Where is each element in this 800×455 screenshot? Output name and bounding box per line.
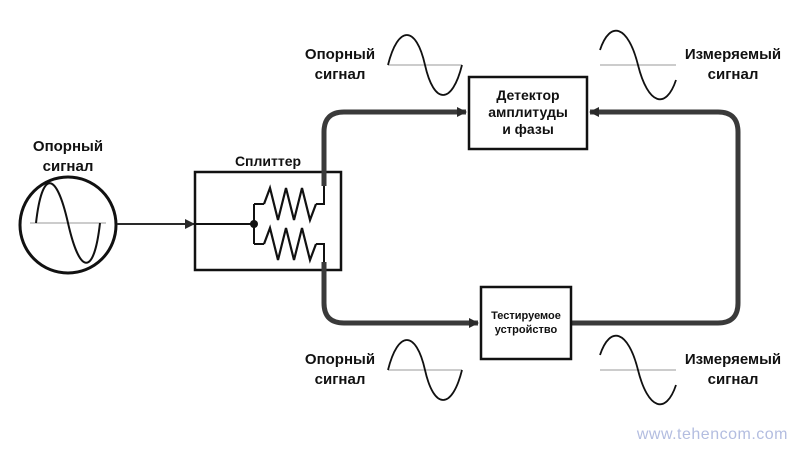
top-measured-label: Измеряемый сигнал bbox=[676, 45, 790, 85]
splitter-box bbox=[193, 170, 343, 272]
dut-label-line2: устройство bbox=[494, 324, 558, 336]
source-sine-icon bbox=[35, 182, 101, 264]
detector-label: Детектор амплитуды и фазы bbox=[469, 87, 587, 138]
top-reference-label-line2: сигнал bbox=[314, 66, 366, 83]
source-label-line1: Опорный bbox=[32, 138, 104, 155]
detector-label-line2: амплитуды bbox=[488, 104, 568, 120]
signal-source-circle bbox=[18, 175, 118, 275]
bottom-measured-waveform-icon bbox=[599, 334, 677, 406]
dut-box bbox=[479, 285, 573, 361]
top-reference-waveform-icon bbox=[387, 34, 463, 96]
bottom-measured-label-line1: Измеряемый bbox=[684, 351, 782, 368]
dut-label: Тестируемое устройство bbox=[481, 309, 571, 337]
resistor-top-icon bbox=[262, 184, 318, 224]
dut-label-line1: Тестируемое bbox=[491, 310, 561, 322]
bottom-reference-label: Опорный сигнал bbox=[290, 350, 390, 390]
top-reference-label: Опорный сигнал bbox=[290, 45, 390, 85]
watermark: www.tehencom.com bbox=[636, 426, 788, 443]
bottom-reference-label-line1: Опорный bbox=[304, 351, 376, 368]
top-measured-waveform-icon bbox=[599, 29, 677, 101]
top-measured-label-line2: сигнал bbox=[707, 66, 759, 83]
measured-path-line bbox=[571, 107, 741, 326]
detector-label-line1: Детектор bbox=[496, 87, 560, 103]
bottom-measured-label-line2: сигнал bbox=[707, 371, 759, 388]
test-path-line bbox=[321, 262, 479, 328]
detector-box bbox=[467, 75, 589, 151]
resistor-bottom-icon bbox=[262, 224, 318, 264]
splitter-title: Сплиттер bbox=[234, 153, 302, 169]
bottom-reference-label-line2: сигнал bbox=[314, 371, 366, 388]
signal-source bbox=[18, 175, 118, 275]
reference-path-line bbox=[321, 107, 467, 186]
detector-label-line3: и фазы bbox=[502, 121, 554, 137]
source-label-line2: сигнал bbox=[42, 158, 94, 175]
bottom-measured-label: Измеряемый сигнал bbox=[676, 350, 790, 390]
top-measured-label-line1: Измеряемый bbox=[684, 46, 782, 63]
bottom-reference-waveform-icon bbox=[387, 339, 463, 401]
top-reference-label-line1: Опорный bbox=[304, 46, 376, 63]
splitter bbox=[193, 170, 343, 272]
source-label: Опорный сигнал bbox=[18, 137, 118, 177]
